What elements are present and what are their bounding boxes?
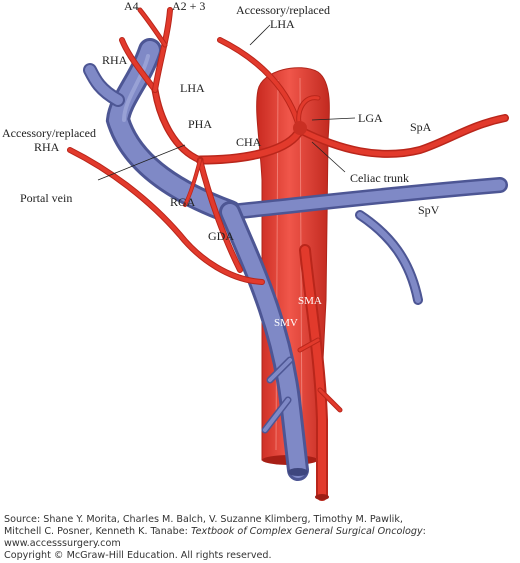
label-lha: LHA [180, 81, 205, 95]
arterial-system [67, 7, 509, 501]
credit-line2-suffix: : [422, 526, 426, 537]
portal-venous-system [83, 38, 508, 481]
anatomy-labels: A4 A2 + 3 Accessory/replaced LHA RHA LHA… [2, 0, 440, 329]
label-cha: CHA [236, 135, 262, 149]
label-sma: SMA [298, 295, 322, 307]
label-lga: LGA [358, 111, 383, 125]
label-a2-3: A2 + 3 [172, 0, 205, 13]
label-pha: PHA [188, 117, 212, 131]
label-rha: RHA [102, 53, 128, 67]
label-celiac-trunk: Celiac trunk [350, 171, 409, 185]
credit-copyright: Copyright © McGraw-Hill Education. All r… [4, 550, 272, 561]
label-smv: SMV [274, 317, 298, 329]
leader-lines [97, 24, 356, 181]
label-gda: GDA [208, 229, 234, 243]
label-a4: A4 [124, 0, 139, 13]
label-spv: SpV [418, 203, 440, 217]
label-accessory-rha-line1: Accessory/replaced [2, 126, 96, 140]
credit-book-title: Textbook of Complex General Surgical Onc… [190, 526, 423, 537]
label-portal-vein: Portal vein [20, 191, 72, 205]
label-accessory-lha-line1: Accessory/replaced [236, 3, 330, 17]
label-accessory-lha-line2: LHA [270, 17, 295, 31]
label-accessory-rha-line2: RHA [34, 140, 60, 154]
credit-line2-prefix: Mitchell C. Posner, Kenneth K. Tanabe: [4, 526, 191, 537]
label-rga: RGA [170, 195, 196, 209]
source-credit: Source: Shane Y. Morita, Charles M. Balc… [4, 514, 516, 562]
credit-line1: Source: Shane Y. Morita, Charles M. Balc… [4, 514, 403, 525]
splenic-artery-vessel [296, 114, 509, 158]
label-spa: SpA [410, 120, 432, 134]
vascular-anatomy-diagram: A4 A2 + 3 Accessory/replaced LHA RHA LHA… [2, 0, 509, 501]
credit-website: www.accesssurgery.com [4, 538, 121, 549]
